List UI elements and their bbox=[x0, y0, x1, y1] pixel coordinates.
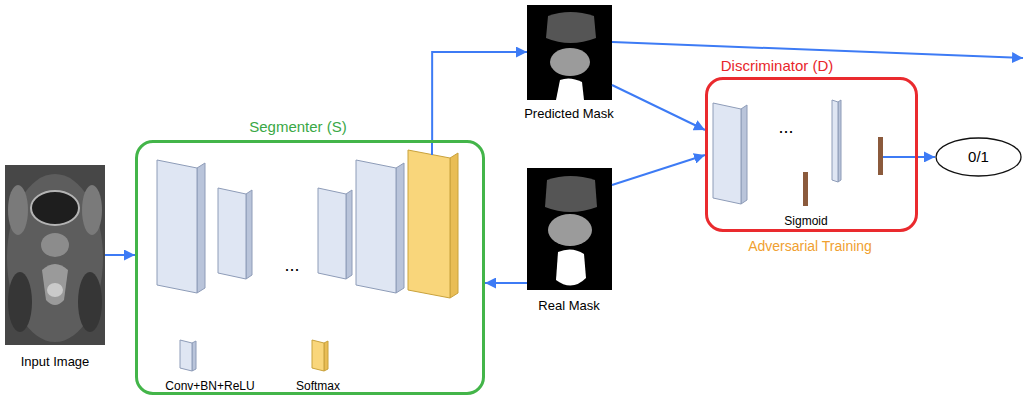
conv-layer-side bbox=[197, 163, 205, 293]
mri-tissue bbox=[42, 264, 68, 305]
connector-arrow bbox=[485, 282, 527, 284]
mask-region bbox=[545, 176, 597, 212]
mri-tissue bbox=[47, 283, 63, 297]
conv-layer-side bbox=[246, 190, 252, 279]
connector-arrow bbox=[918, 156, 935, 158]
input-image: Input Image bbox=[5, 165, 105, 345]
conv-layer bbox=[713, 103, 741, 204]
ellipsis-mark: ... bbox=[284, 255, 299, 277]
conv-layer bbox=[157, 160, 197, 293]
connector-arrow bbox=[432, 52, 527, 140]
mri-body bbox=[7, 174, 103, 342]
softmax-icon-side bbox=[324, 341, 328, 371]
ellipse-shape bbox=[936, 138, 1021, 176]
node-label: Predicted Mask bbox=[524, 106, 614, 122]
sigmoid-layer bbox=[878, 137, 883, 175]
node-label: Discriminator (D) bbox=[721, 57, 834, 75]
legend-label: Softmax bbox=[296, 379, 340, 393]
output-ellipse: 0/1 bbox=[935, 137, 1022, 177]
mri-prostate bbox=[41, 233, 69, 257]
softmax-layer-side bbox=[450, 153, 458, 298]
mri-tissue bbox=[8, 272, 32, 332]
conv-layer-side bbox=[346, 190, 352, 279]
mri-bladder bbox=[31, 191, 79, 225]
output-arrow bbox=[612, 42, 1023, 58]
mask-region bbox=[550, 48, 590, 76]
softmax-icon bbox=[312, 340, 324, 371]
mask-region bbox=[556, 249, 586, 285]
mask-ground bbox=[527, 5, 612, 100]
real-mask-image: Real Mask bbox=[527, 168, 612, 290]
conv-layer bbox=[218, 188, 246, 279]
mri-image bbox=[5, 165, 105, 345]
conv-icon bbox=[180, 340, 192, 371]
node-label: Input Image bbox=[21, 354, 90, 370]
mri-tissue bbox=[78, 272, 102, 332]
conv-layer-side bbox=[396, 163, 404, 293]
sigmoid-icon bbox=[803, 172, 808, 206]
connector-arrow bbox=[612, 155, 705, 185]
ellipsis-mark: ... bbox=[778, 117, 793, 139]
node-label: Real Mask bbox=[538, 298, 599, 314]
conv-layer bbox=[356, 160, 396, 293]
conv-layer bbox=[318, 188, 346, 279]
predicted-mask-image: Predicted Mask bbox=[527, 5, 612, 100]
segmenter-box: Segmenter (S) bbox=[135, 140, 485, 395]
discriminator-layers bbox=[713, 100, 918, 204]
connector-arrow bbox=[612, 85, 705, 130]
mri-tissue bbox=[8, 185, 28, 235]
mask-region bbox=[556, 78, 584, 100]
conv-icon-side bbox=[192, 341, 196, 371]
mask-region bbox=[548, 214, 592, 246]
node-label: 0/1 bbox=[968, 148, 989, 166]
node-label: Segmenter (S) bbox=[249, 118, 347, 136]
legend-icons bbox=[180, 172, 808, 371]
mask-region bbox=[546, 12, 596, 43]
mri-ground bbox=[5, 165, 105, 345]
discriminator-box: Discriminator (D) bbox=[705, 77, 918, 232]
legend-label: Sigmoid bbox=[784, 214, 827, 228]
mask-ground bbox=[527, 168, 612, 290]
legend-label: Conv+BN+ReLU bbox=[165, 379, 254, 393]
real-mask-picture bbox=[527, 168, 612, 290]
softmax-layer bbox=[408, 150, 450, 298]
dense-layer bbox=[832, 100, 838, 182]
flow-wire bbox=[883, 156, 918, 158]
connector-arrow bbox=[105, 254, 135, 256]
predicted-mask-picture bbox=[527, 5, 612, 100]
training-note: Adversarial Training bbox=[748, 238, 872, 255]
conv-layer-side bbox=[741, 105, 747, 204]
segmenter-layers bbox=[157, 140, 458, 298]
mri-tissue bbox=[82, 185, 102, 235]
